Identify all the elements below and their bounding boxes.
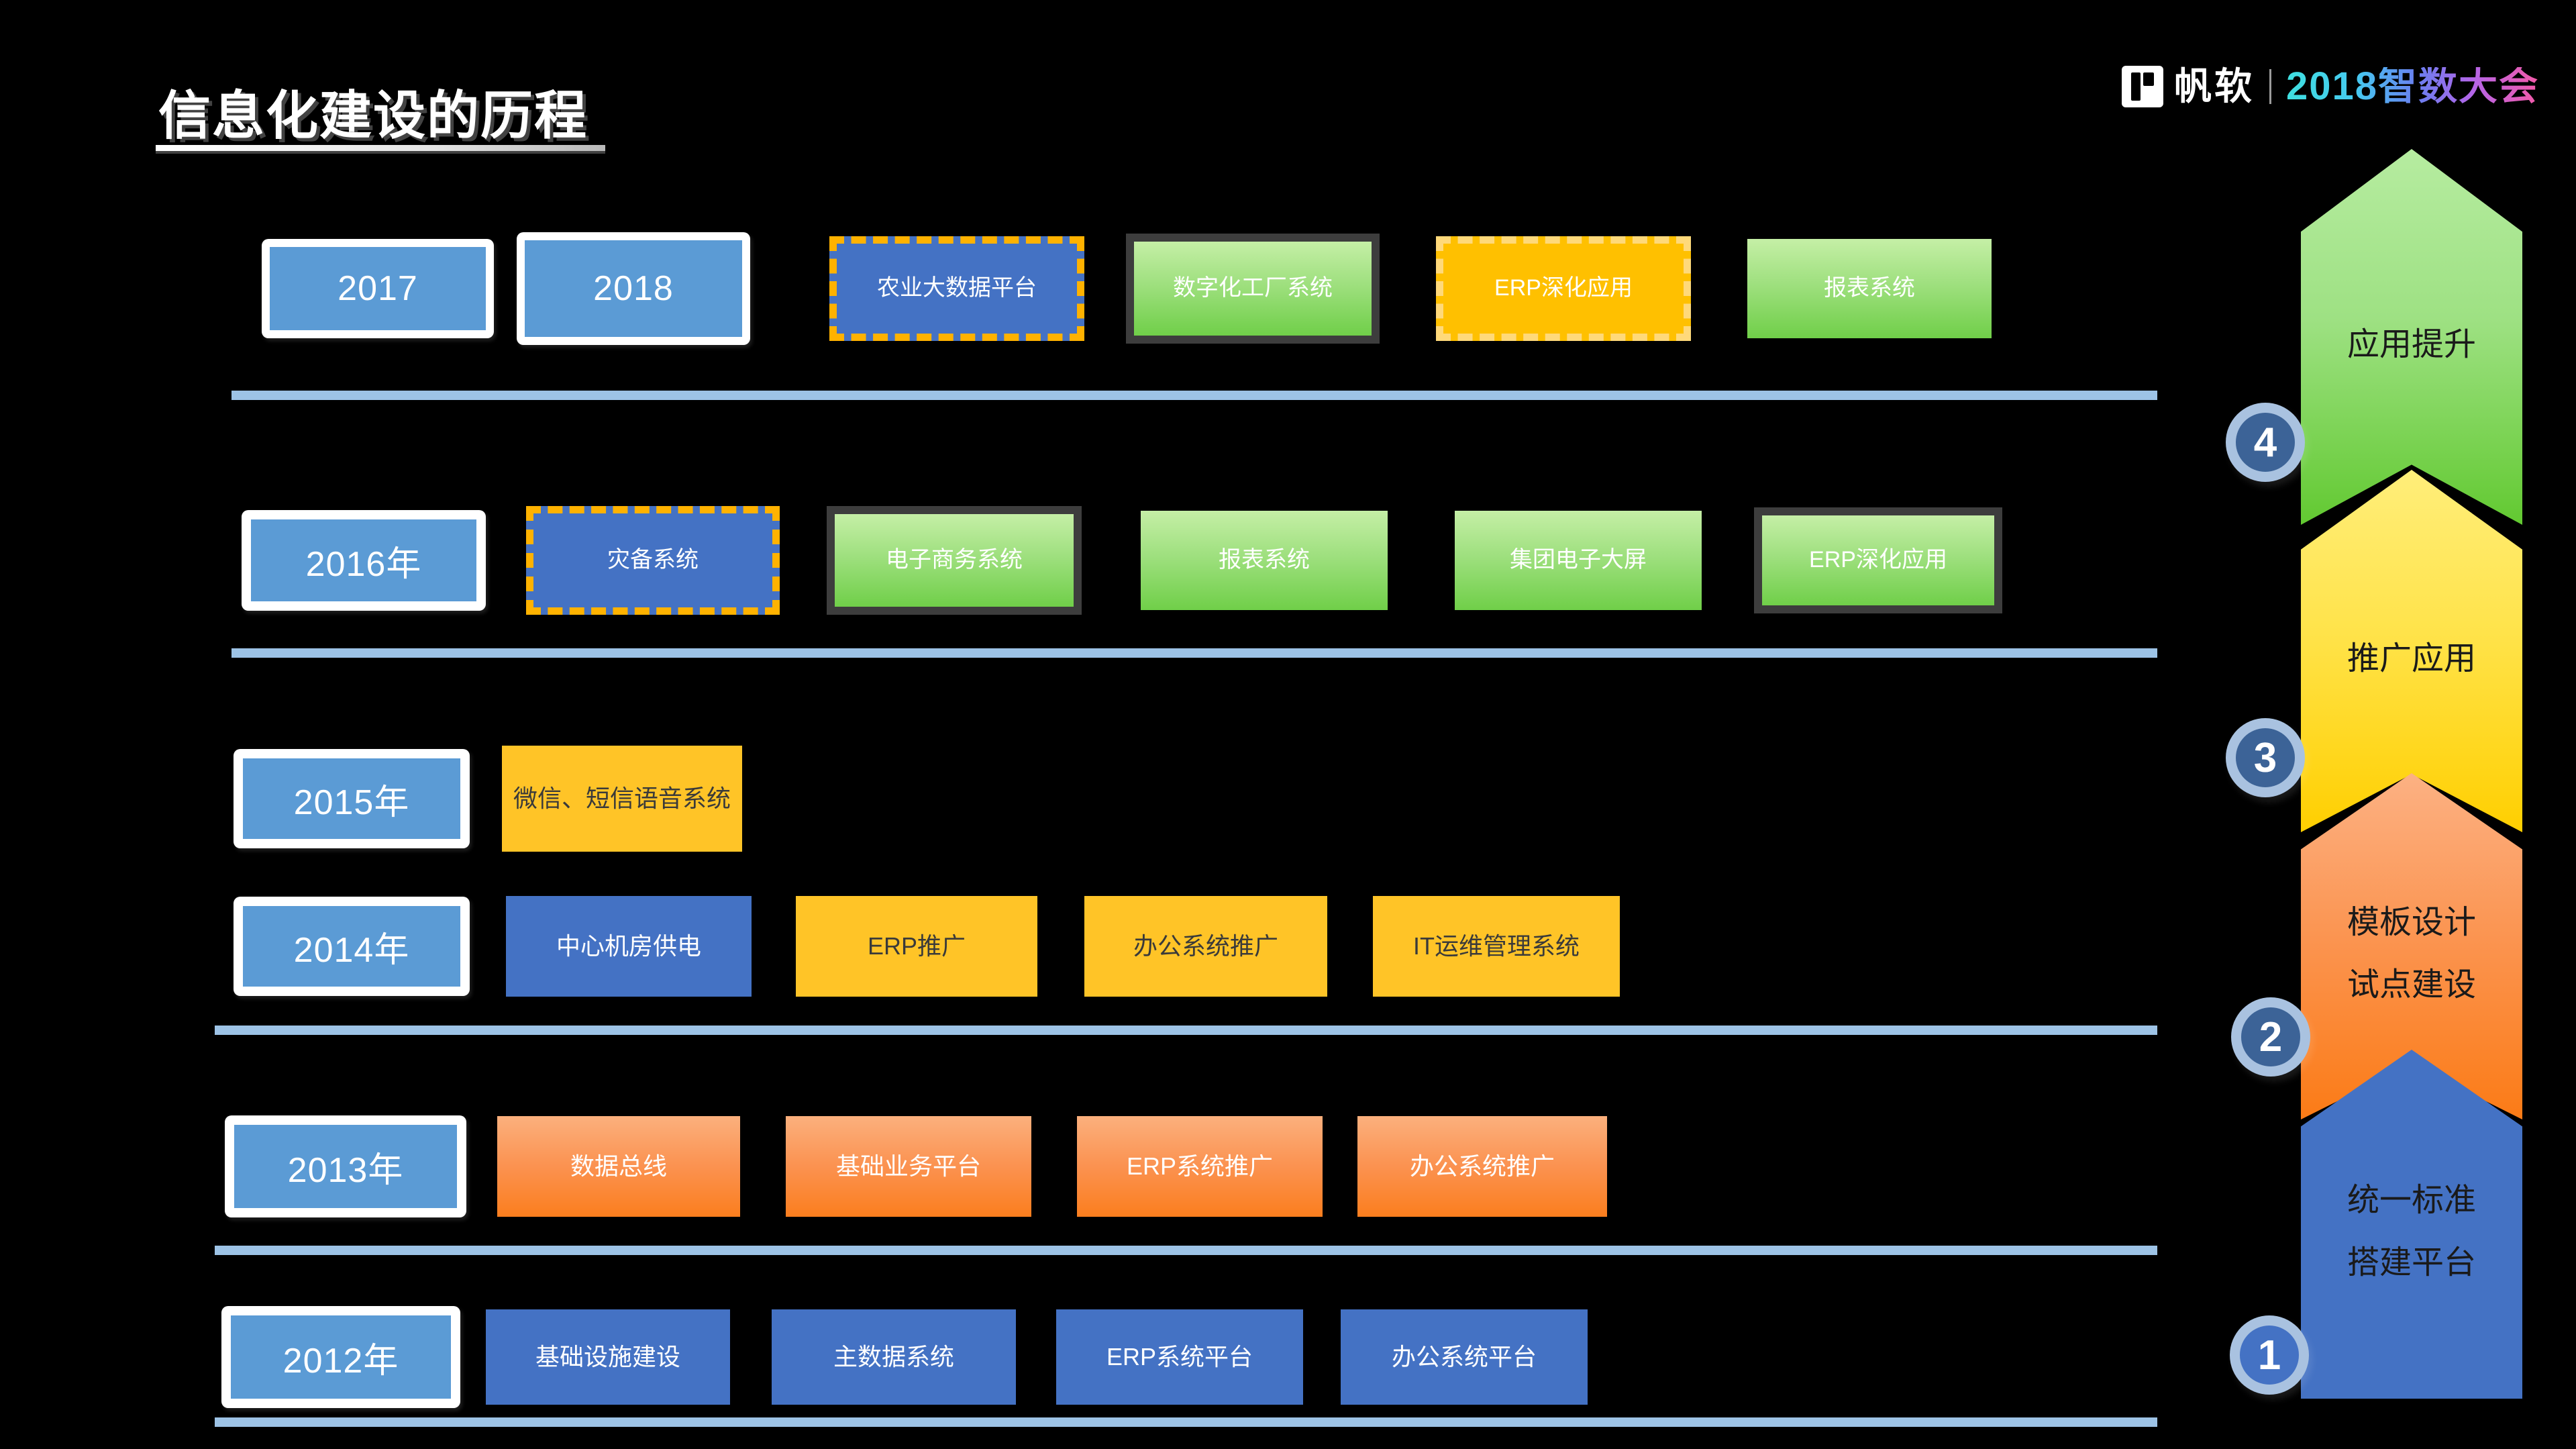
timeline-row-2015: 2015年 微信、短信语音系统 (234, 738, 742, 859)
stage-arrow-label: 模板设计 (2347, 905, 2476, 941)
brand-event-name: 2018智数大会 (2285, 64, 2539, 108)
year-label: 2014年 (243, 906, 460, 987)
row-divider (231, 648, 2157, 658)
timeline-item[interactable]: 集团电子大屏 (1455, 511, 1702, 610)
stage-badge-4[interactable]: 4 (2226, 403, 2305, 482)
year-chip[interactable]: 2016年 (242, 510, 486, 611)
row-divider (215, 1417, 2157, 1427)
timeline-item[interactable]: ERP系统推广 (1077, 1116, 1323, 1217)
year-label: 2016年 (251, 519, 476, 601)
row-divider (215, 1246, 2157, 1255)
year-chip[interactable]: 2015年 (234, 749, 470, 848)
timeline-item[interactable]: 办公系统推广 (1357, 1116, 1607, 1217)
stage-arrow-label: 推广应用 (2347, 640, 2476, 677)
timeline-row-2013: 2013年 数据总线 基础业务平台 ERP系统推广 办公系统推广 (225, 1106, 1607, 1227)
brand-separator (2269, 69, 2271, 104)
timeline-item[interactable]: ERP深化应用 (1436, 236, 1691, 341)
timeline-item[interactable]: 主数据系统 (772, 1309, 1016, 1405)
year-label: 2017 (270, 247, 486, 330)
year-chip[interactable]: 2018 (517, 232, 750, 345)
timeline-item[interactable]: IT运维管理系统 (1373, 896, 1620, 997)
stage-badge-number: 1 (2240, 1326, 2299, 1385)
timeline-item[interactable]: ERP深化应用 (1754, 507, 2002, 613)
page-title: 信息化建设的历程 (158, 86, 588, 145)
timeline-item[interactable]: 基础设施建设 (486, 1309, 730, 1405)
stage-arrow-label: 应用提升 (2347, 326, 2476, 362)
stage-arrow-4[interactable]: 应用提升 (2301, 149, 2522, 525)
stage-badge-1[interactable]: 1 (2230, 1315, 2309, 1395)
year-chip[interactable]: 2012年 (221, 1306, 460, 1408)
timeline-item[interactable]: 基础业务平台 (786, 1116, 1031, 1217)
timeline-row-2016: 2016年 灾备系统 电子商务系统 报表系统 集团电子大屏 ERP深化应用 (242, 500, 2002, 621)
year-chip[interactable]: 2017 (262, 239, 494, 338)
stage-arrow-3[interactable]: 推广应用 (2301, 470, 2522, 832)
stage-badge-3[interactable]: 3 (2226, 718, 2305, 797)
timeline-item[interactable]: 微信、短信语音系统 (502, 746, 742, 852)
timeline-item[interactable]: ERP系统平台 (1056, 1309, 1303, 1405)
year-label: 2013年 (234, 1125, 457, 1208)
year-chip[interactable]: 2013年 (225, 1115, 466, 1217)
stage-arrow-label-2: 搭建平台 (2347, 1245, 2476, 1281)
row-divider (231, 391, 2157, 400)
stage-arrow-1[interactable]: 统一标准 搭建平台 (2301, 1050, 2522, 1399)
timeline-row-2017-2018: 2017 2018 农业大数据平台 数字化工厂系统 ERP深化应用 报表系统 (262, 232, 1992, 346)
timeline-item[interactable]: 灾备系统 (526, 506, 780, 615)
row-divider (215, 1026, 2157, 1035)
timeline-item[interactable]: 办公系统推广 (1084, 896, 1327, 997)
brand-logo: 帆软 2018智数大会 (2121, 58, 2539, 115)
stage-badge-2[interactable]: 2 (2231, 997, 2310, 1077)
timeline-item[interactable]: 中心机房供电 (506, 896, 752, 997)
timeline-row-2012: 2012年 基础设施建设 主数据系统 ERP系统平台 办公系统平台 (221, 1297, 1588, 1417)
timeline-item[interactable]: 农业大数据平台 (829, 236, 1084, 341)
timeline-item[interactable]: 数据总线 (497, 1116, 740, 1217)
timeline-item[interactable]: ERP推广 (796, 896, 1037, 997)
fanruan-logo-icon (2121, 66, 2163, 107)
stage-arrow-stack: 应用提升 推广应用 模板设计 试点建设 统一标准 搭建平台 4 3 2 1 (2200, 0, 2576, 1449)
year-label: 2018 (525, 240, 742, 337)
timeline-item[interactable]: 办公系统平台 (1341, 1309, 1588, 1405)
timeline-item[interactable]: 电子商务系统 (827, 506, 1082, 615)
stage-badge-number: 2 (2241, 1007, 2300, 1066)
timeline-row-2014: 2014年 中心机房供电 ERP推广 办公系统推广 IT运维管理系统 (234, 886, 1620, 1007)
stage-arrow-label-2: 试点建设 (2347, 967, 2476, 1003)
title-underline (156, 145, 605, 151)
year-label: 2012年 (231, 1315, 451, 1399)
year-chip[interactable]: 2014年 (234, 897, 470, 996)
year-label: 2015年 (243, 758, 460, 839)
timeline-item[interactable]: 数字化工厂系统 (1126, 234, 1380, 344)
stage-badge-number: 3 (2236, 728, 2295, 787)
stage-badge-number: 4 (2236, 413, 2295, 472)
timeline-item[interactable]: 报表系统 (1747, 239, 1992, 338)
stage-arrow-label: 统一标准 (2347, 1183, 2476, 1219)
brand-name: 帆软 (2173, 65, 2255, 107)
timeline-item[interactable]: 报表系统 (1141, 511, 1388, 610)
